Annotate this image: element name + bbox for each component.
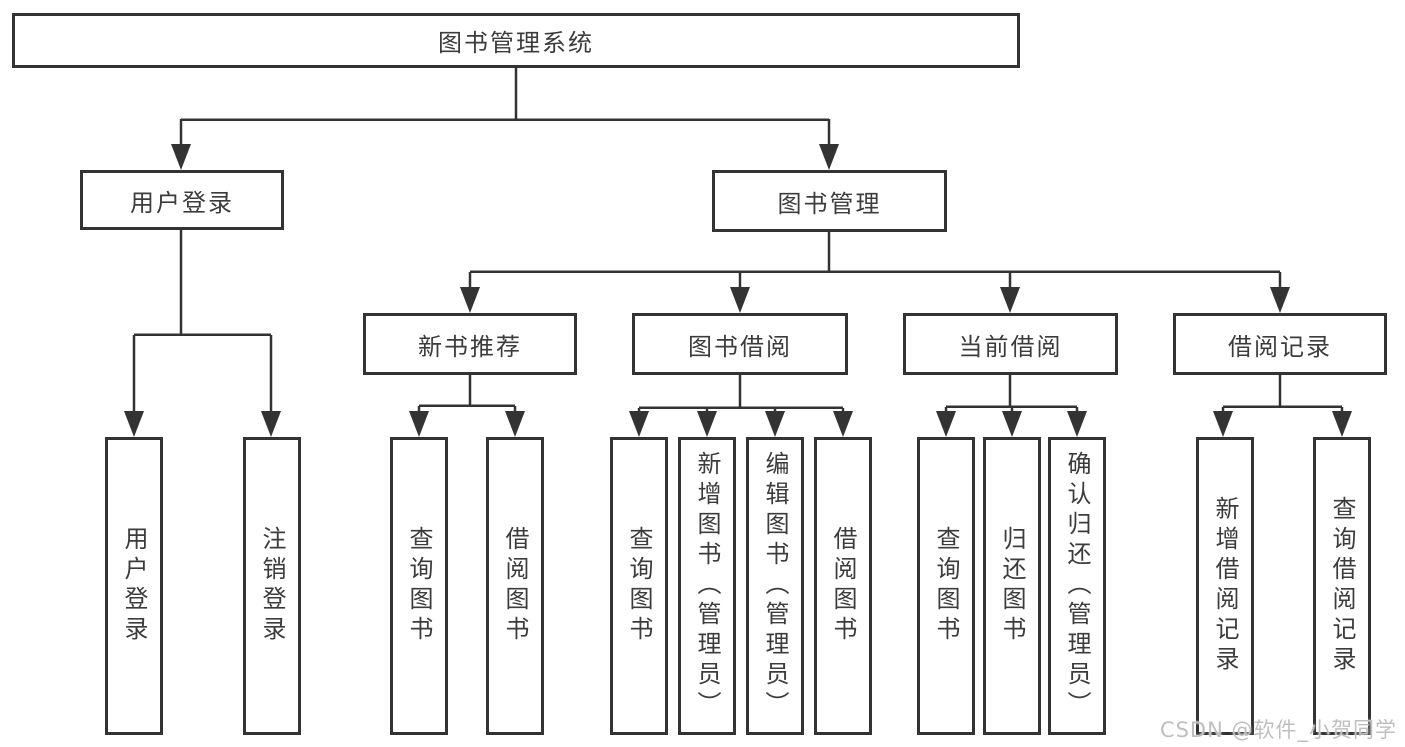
tree-branch-lines — [132, 68, 1344, 415]
leaf-return-book: 归还图书 — [983, 437, 1041, 735]
node-label: 图书管理 — [777, 189, 882, 218]
node-new-book-recommend: 新书推荐 — [363, 313, 577, 375]
node-label: 图书管理系统 — [438, 29, 594, 57]
node-label: 新书推荐 — [418, 332, 522, 361]
node-label: 查询图书 — [625, 526, 653, 646]
node-label: 当前借阅 — [958, 332, 1063, 361]
leaf-query-books-1: 查询图书 — [390, 437, 448, 735]
leaf-borrow-books-1: 借阅图书 — [486, 437, 544, 735]
node-library-system: 图书管理系统 — [12, 13, 1020, 68]
node-label: 用户登录 — [130, 188, 234, 217]
leaf-query-books-2: 查询图书 — [610, 437, 668, 735]
node-book-management: 图书管理 — [712, 170, 947, 232]
leaf-edit-book-admin: 编辑图书（管理员） — [746, 437, 804, 735]
node-user-login: 用户登录 — [80, 170, 284, 230]
leaf-user-login: 用户登录 — [105, 437, 163, 735]
leaf-add-borrow-record: 新增借阅记录 — [1196, 437, 1254, 735]
leaf-logout: 注销登录 — [243, 437, 301, 735]
node-label: 确认归还（管理员） — [1063, 451, 1091, 721]
node-borrow-records: 借阅记录 — [1173, 313, 1387, 375]
leaf-query-books-3: 查询图书 — [917, 437, 975, 735]
node-label: 归还图书 — [998, 526, 1026, 646]
node-label: 查询图书 — [405, 526, 433, 646]
node-book-borrow: 图书借阅 — [632, 313, 848, 375]
node-label: 新增借阅记录 — [1211, 496, 1239, 676]
node-label: 新增图书（管理员） — [693, 451, 721, 721]
leaf-borrow-books-2: 借阅图书 — [814, 437, 872, 735]
node-label: 查询借阅记录 — [1328, 496, 1356, 676]
arrowhead-icons — [124, 144, 1352, 437]
node-label: 查询图书 — [932, 526, 960, 646]
node-label: 编辑图书（管理员） — [761, 451, 789, 721]
node-label: 借阅图书 — [501, 526, 529, 646]
watermark: CSDN @软件_小贺同学 — [1159, 718, 1397, 742]
node-label: 用户登录 — [120, 526, 148, 646]
leaf-add-book-admin: 新增图书（管理员） — [678, 437, 736, 735]
node-label: 借阅记录 — [1228, 332, 1332, 361]
node-label: 注销登录 — [258, 526, 286, 646]
node-label: 图书借阅 — [688, 332, 792, 361]
node-current-borrow: 当前借阅 — [903, 313, 1118, 375]
leaf-query-borrow-record: 查询借阅记录 — [1313, 437, 1371, 735]
node-label: 借阅图书 — [829, 526, 857, 646]
leaf-confirm-return-admin: 确认归还（管理员） — [1048, 437, 1106, 735]
